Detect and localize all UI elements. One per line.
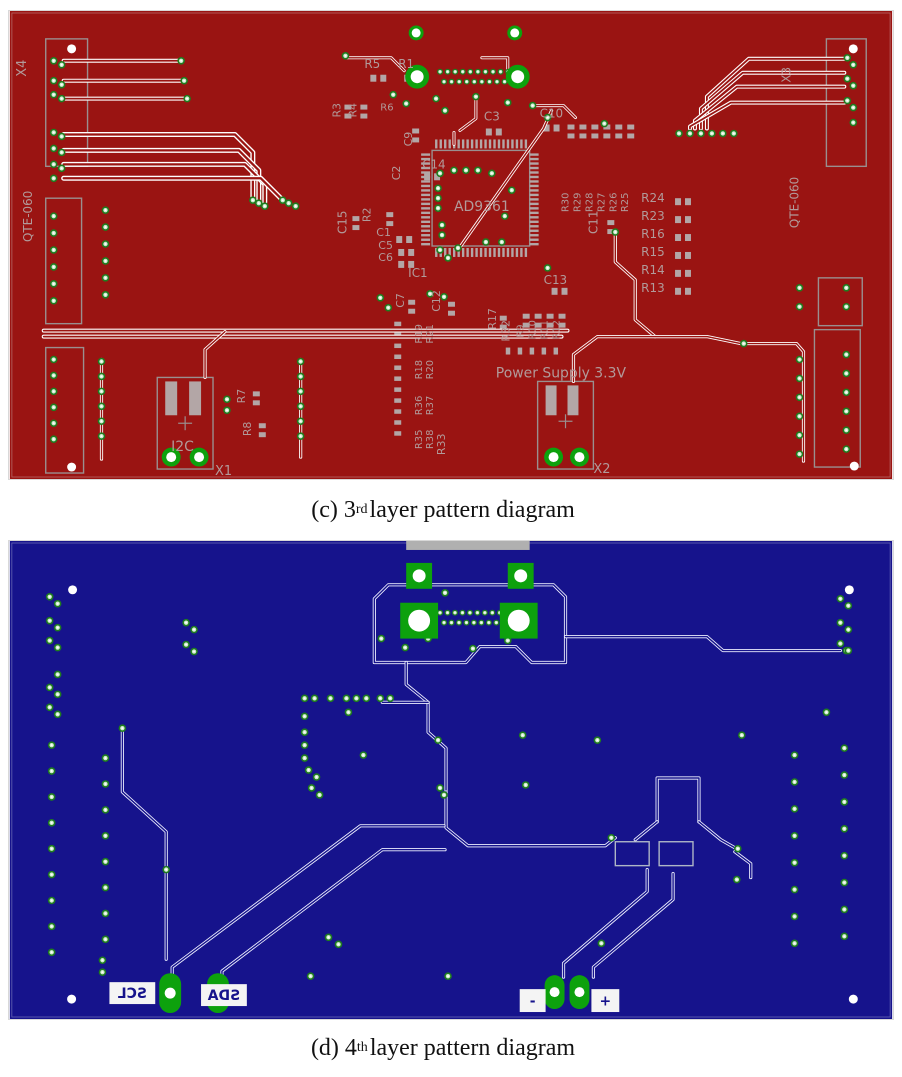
silk-label-box [201, 984, 247, 1007]
svg-text:-: - [530, 994, 536, 1010]
silkscreen-label: C13 [544, 273, 568, 287]
silkscreen-label: R9 [516, 324, 527, 337]
fiducial-dot [68, 585, 78, 595]
silkscreen-label: X1 [215, 464, 232, 479]
fiducial-dot [67, 994, 77, 1004]
silkscreen-label: R20 [425, 360, 436, 380]
silkscreen-label: R30 [560, 193, 571, 213]
silkscreen-label: R11 [540, 320, 551, 340]
silkscreen-label: C11 [586, 211, 600, 235]
silkscreen-label: X4 [15, 60, 30, 77]
silkscreen-label: R27 [596, 193, 607, 213]
silkscreen-label: R38 [425, 430, 436, 450]
silkscreen-label: R23 [641, 209, 664, 223]
figure-d: SCL SDA - + [8, 540, 894, 1020]
silkscreen-label: QTE-060 [788, 177, 802, 228]
silkscreen-label: R3 [330, 103, 343, 118]
silkscreen-label: R36 [414, 396, 425, 416]
caption-c-prefix: (c) 3 [311, 496, 356, 523]
caption-d-prefix: (d) 4 [310, 1034, 357, 1061]
silkscreen-label: R14 [641, 263, 664, 277]
fiducial-dot [67, 462, 77, 472]
fiducial-dot [849, 461, 859, 471]
silkscreen-label: R18 [414, 360, 425, 380]
silkscreen-label: R21 [425, 324, 436, 344]
silkscreen-label: X3 [780, 67, 794, 83]
silkscreen-label: R28 [584, 193, 595, 213]
silkscreen-label: QTE-060 [21, 191, 35, 242]
silkscreen-label: R37 [425, 396, 436, 416]
silkscreen-label: C2 [390, 166, 403, 181]
silk-label-box [519, 989, 546, 1013]
silk-label-box [591, 989, 620, 1013]
silkscreen-label: X2 [593, 462, 610, 477]
silkscreen-label: C10 [540, 107, 564, 121]
silkscreen-label: R5 [364, 57, 380, 71]
silkscreen-label: C1 [376, 226, 391, 239]
silkscreen-label: R2 [360, 208, 373, 223]
silkscreen-label: R7 [235, 389, 248, 404]
pcb-layer4-board: SCL SDA - + [8, 540, 894, 1020]
silkscreen-label: R8 [241, 422, 254, 437]
silkscreen-label: R1 [398, 57, 414, 71]
silkscreen-label: AD9361 [454, 199, 510, 215]
fiducial-dot [848, 994, 858, 1004]
silkscreen-label: R26 [608, 193, 619, 213]
pcb-4th-layer-canvas: SCL SDA - + [9, 541, 893, 1019]
silkscreen-label: R25 [620, 193, 631, 213]
silkscreen-label: C15 [335, 211, 349, 235]
silkscreen-label: R16 [641, 227, 664, 241]
svg-text:SCL: SCL [118, 986, 147, 1002]
silkscreen-label: C3 [484, 110, 500, 124]
silkscreen-label: R10 [528, 320, 539, 340]
caption-d-rest: layer pattern diagram [369, 1034, 576, 1061]
fiducial-dot [848, 44, 858, 54]
silkscreen-label: R4 [346, 103, 359, 118]
silkscreen-label: R13 [641, 281, 664, 295]
caption-c-rest: layer pattern diagram [369, 496, 575, 523]
silkscreen-label: IC1 [408, 266, 427, 280]
silkscreen-label: R12 [552, 320, 563, 340]
silkscreen-label: C14 [422, 157, 446, 171]
silkscreen-label: R32 [500, 320, 513, 342]
silk-label-box [109, 982, 156, 1005]
silkscreen-label: R29 [572, 193, 583, 213]
silkscreen-label: I2C [171, 439, 194, 455]
svg-text:+: + [600, 994, 612, 1010]
fiducial-dot [67, 44, 77, 54]
silkscreen-label: R17 [486, 308, 499, 330]
silkscreen-label: C5 [378, 239, 393, 252]
silkscreen-label: R6 [380, 103, 393, 114]
silkscreen-label: R24 [641, 191, 664, 205]
silkscreen-label: C7 [394, 293, 407, 308]
silkscreen-label: R19 [414, 324, 425, 344]
silkscreen-label: Power Supply 3.3V [496, 365, 627, 381]
silkscreen-label: R15 [641, 245, 664, 259]
silkscreen-label: R35 [414, 430, 425, 450]
silkscreen-label: C9 [402, 132, 415, 147]
svg-text:SDA: SDA [208, 988, 241, 1004]
silkscreen-label: C12 [430, 290, 443, 312]
silkscreen-label: C6 [378, 251, 393, 264]
silkscreen-label: R33 [435, 434, 448, 456]
fiducial-dot [844, 585, 854, 595]
